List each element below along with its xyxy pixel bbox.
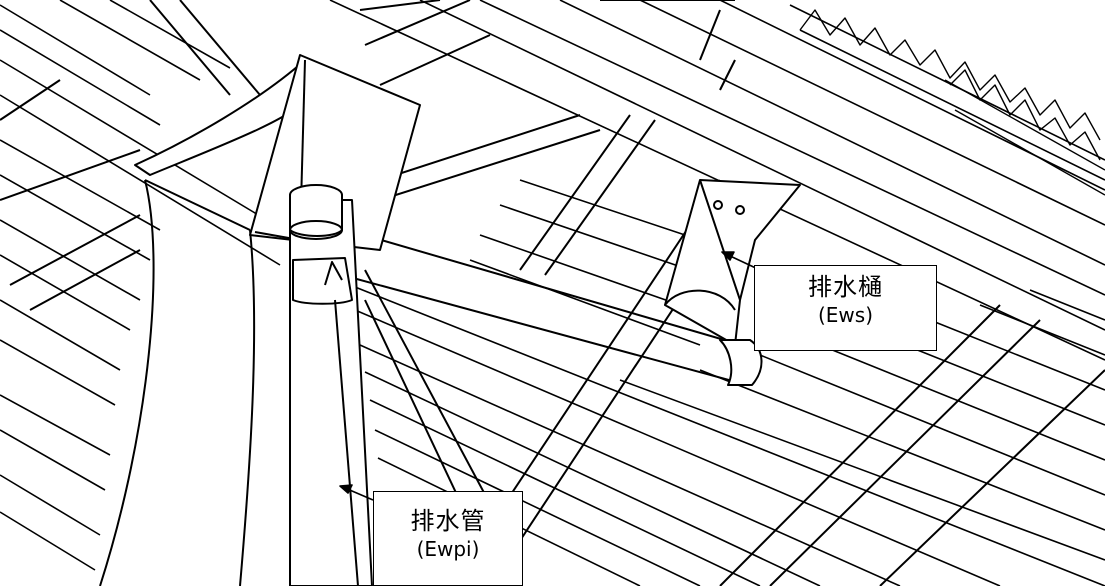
callout-ewpi-code: (Ewpi) <box>416 537 480 561</box>
callout-ews-title: 排水樋 <box>808 273 883 301</box>
callout-ews: 排水樋 (Ews) <box>754 265 937 351</box>
support-beam <box>339 227 753 384</box>
callout-ewpi-title: 排水管 <box>410 507 486 535</box>
drain-pipe <box>289 184 373 586</box>
gutter <box>664 179 801 386</box>
column <box>99 59 306 586</box>
callout-ewpi: 排水管 (Ewpi) <box>373 491 523 586</box>
leader-arrows <box>339 251 761 501</box>
callout-ews-code: (Ews) <box>817 303 874 327</box>
